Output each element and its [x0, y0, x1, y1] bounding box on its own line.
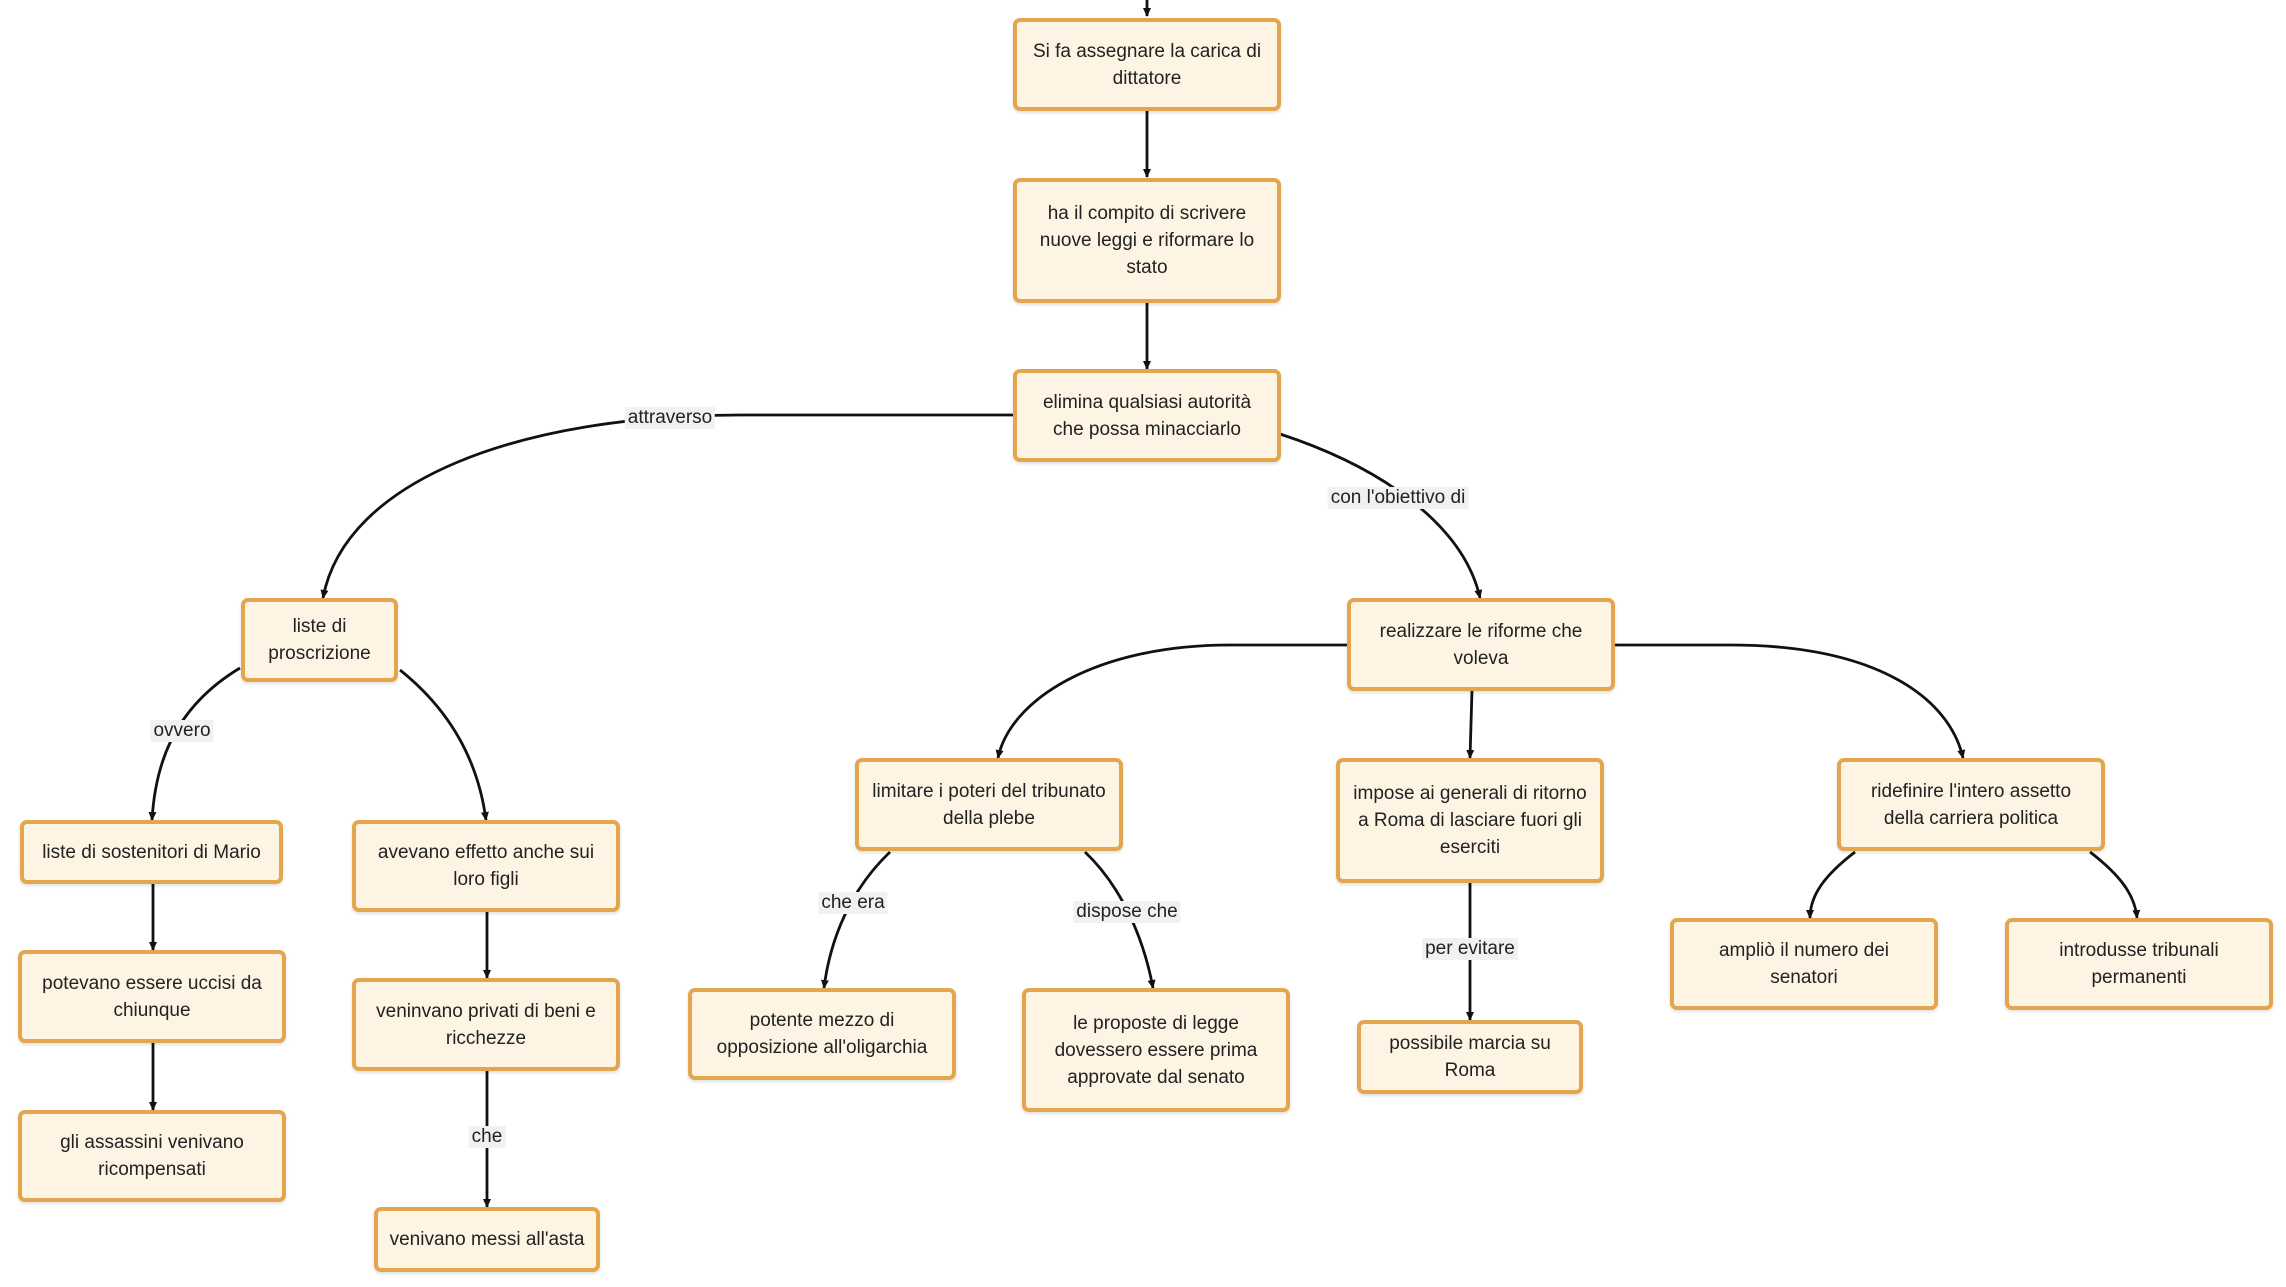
- node-senatori[interactable]: ampliò il numero dei senatori: [1670, 918, 1938, 1010]
- edge-label-ovvero: ovvero: [150, 720, 214, 742]
- edge-realizzare-generali: [1466, 689, 1475, 759]
- node-realizzare[interactable]: realizzare le riforme che voleva: [1347, 598, 1615, 691]
- node-text: veninvano privati di beni e ricchezze: [376, 1000, 596, 1049]
- edge-realizzare-carriera: [1613, 643, 1966, 759]
- edge-carriera-tribunali: [2089, 850, 2141, 919]
- node-text: ampliò il numero dei senatori: [1718, 940, 1890, 988]
- edge-label-che-era: che era: [818, 892, 888, 914]
- node-liste-proscrizione[interactable]: liste di proscrizione: [241, 598, 398, 682]
- node-text: elimina qualsiasi autorità che possa min…: [1042, 391, 1252, 440]
- node-tribunato[interactable]: limitare i poteri del tribunato della pl…: [855, 758, 1123, 851]
- node-privati[interactable]: veninvano privati di beni e ricchezze: [352, 978, 620, 1071]
- edge-carriera-senatori: [1806, 850, 1856, 919]
- node-text: avevano effetto anche sui loro figli: [377, 842, 595, 890]
- edge-elimina-realizzare: [1279, 432, 1483, 599]
- node-text: gli assassini venivano ricompensati: [60, 1132, 244, 1180]
- edge-label-obiettivo: con l'obiettivo di: [1327, 487, 1469, 509]
- edge-realizzare-tribunato: [995, 643, 1349, 759]
- node-figli[interactable]: avevano effetto anche sui loro figli: [352, 820, 620, 912]
- node-text: venivano messi all'asta: [389, 1229, 585, 1250]
- node-text: limitare i poteri del tribunato della pl…: [872, 780, 1106, 829]
- node-dittatore[interactable]: Si fa assegnare la carica di dittatore: [1013, 18, 1281, 111]
- node-asta[interactable]: venivano messi all'asta: [374, 1207, 600, 1272]
- edge-proscrizione-figli: [399, 668, 489, 821]
- node-sostenitori[interactable]: liste di sostenitori di Mario: [20, 820, 283, 884]
- edge-label-dispose: dispose che: [1073, 901, 1181, 923]
- edge-tribunato-mezzo: [821, 850, 891, 989]
- node-uccisi[interactable]: potevano essere uccisi da chiunque: [18, 950, 286, 1043]
- node-text: le proposte di legge dovessero essere pr…: [1054, 1012, 1258, 1088]
- node-text: impose ai generali di ritorno a Roma di …: [1353, 783, 1587, 858]
- node-compito[interactable]: ha il compito di scrivere nuove leggi e …: [1013, 178, 1281, 303]
- node-marcia[interactable]: possibile marcia su Roma: [1357, 1020, 1583, 1094]
- node-text: possibile marcia su Roma: [1389, 1033, 1551, 1081]
- node-carriera[interactable]: ridefinire l'intero assetto della carrie…: [1837, 758, 2105, 851]
- edge-label-che: che: [468, 1126, 506, 1148]
- node-text: Si fa assegnare la carica di dittatore: [1032, 40, 1262, 89]
- node-generali[interactable]: impose ai generali di ritorno a Roma di …: [1336, 758, 1604, 883]
- edge-label-per-evitare: per evitare: [1422, 938, 1518, 960]
- edge-label-attraverso: attraverso: [624, 407, 716, 429]
- edge-proscrizione-sostenitori: [148, 666, 241, 821]
- node-text: ha il compito di scrivere nuove leggi e …: [1039, 203, 1255, 278]
- node-text: ridefinire l'intero assetto della carrie…: [1870, 780, 2072, 829]
- node-proposte[interactable]: le proposte di legge dovessero essere pr…: [1022, 988, 1290, 1112]
- node-text: introdusse tribunali permanenti: [2059, 940, 2219, 988]
- node-tribunali[interactable]: introdusse tribunali permanenti: [2005, 918, 2273, 1010]
- node-text: liste di sostenitori di Mario: [42, 841, 261, 863]
- node-elimina[interactable]: elimina qualsiasi autorità che possa min…: [1013, 369, 1281, 462]
- node-text: realizzare le riforme che voleva: [1379, 620, 1583, 669]
- edge-elimina-proscrizione: [320, 413, 1015, 599]
- node-text: potente mezzo di opposizione all'oligarc…: [716, 1010, 928, 1058]
- node-assassini[interactable]: gli assassini venivano ricompensati: [18, 1110, 286, 1202]
- node-text: liste di proscrizione: [268, 616, 371, 664]
- node-text: potevano essere uccisi da chiunque: [42, 972, 262, 1021]
- node-mezzo[interactable]: potente mezzo di opposizione all'oligarc…: [688, 988, 956, 1080]
